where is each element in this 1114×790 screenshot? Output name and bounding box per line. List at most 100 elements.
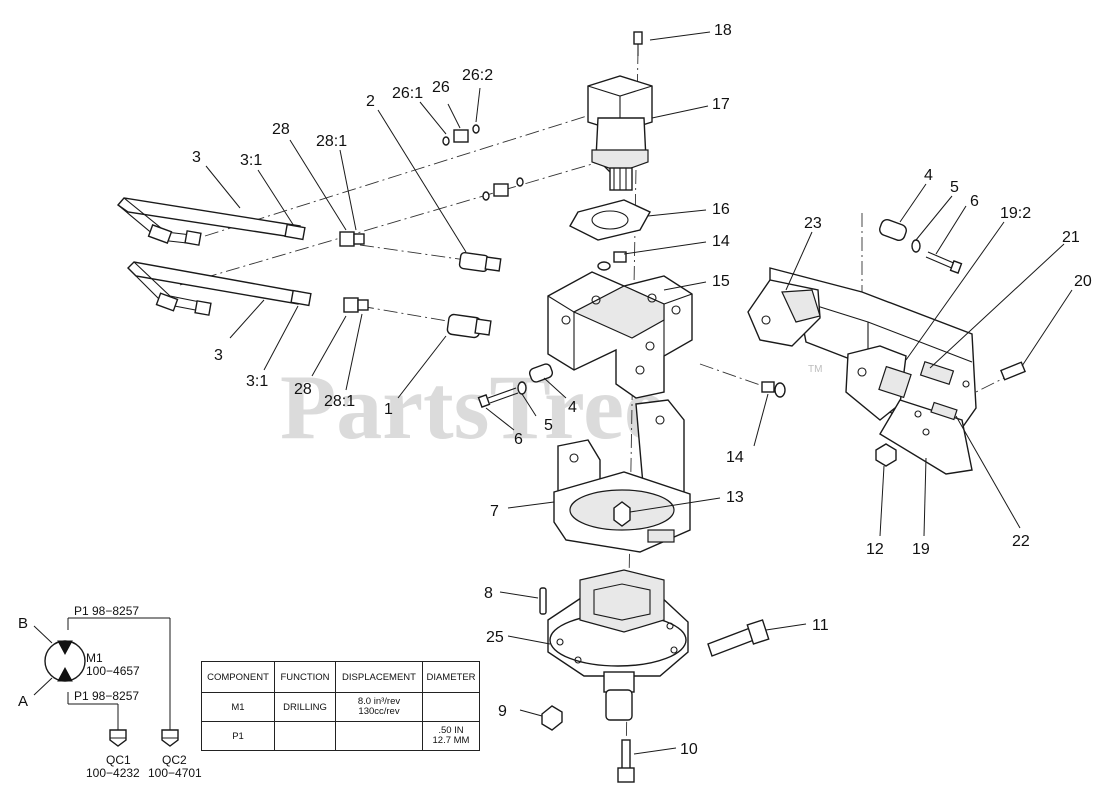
part-6-bolt-right xyxy=(925,251,963,274)
callout-6-left: 6 xyxy=(514,431,523,448)
table-header-row: COMPONENT FUNCTION DISPLACEMENT DIAMETER xyxy=(201,661,480,693)
part-4-spacer-left xyxy=(528,363,554,383)
callout-1: 1 xyxy=(384,401,393,418)
callout-2: 2 xyxy=(366,93,375,110)
callout-13: 13 xyxy=(726,489,744,506)
part-28-lower-adapter xyxy=(343,297,369,313)
callout-26-2: 26:2 xyxy=(462,67,493,84)
cell-diameter xyxy=(422,692,480,722)
callout-26: 26 xyxy=(432,79,450,96)
callout-28-1-upper: 28:1 xyxy=(316,133,347,150)
header-displacement: DISPLACEMENT xyxy=(335,661,423,693)
part-28-upper-adapter xyxy=(339,231,365,247)
part-11-bolt xyxy=(707,619,770,657)
callout-28-lower: 28 xyxy=(294,381,312,398)
callout-23: 23 xyxy=(804,215,822,232)
part-20-bolt xyxy=(1000,361,1026,381)
callout-9: 9 xyxy=(498,703,507,720)
part-5-washer-right xyxy=(911,239,921,253)
callout-19-2: 19:2 xyxy=(1000,205,1031,222)
callout-22: 22 xyxy=(1012,533,1030,550)
diameter-line-2: 12.7 MM xyxy=(432,735,470,746)
cell-component: P1 xyxy=(201,721,275,751)
top-pipe-label: P1 98−8257 xyxy=(74,604,139,618)
displacement-line-2: 130cc/rev xyxy=(358,706,400,717)
callout-21: 21 xyxy=(1062,229,1080,246)
qc2-name: QC2 xyxy=(162,753,187,767)
part-19-frame xyxy=(747,267,977,475)
motor-part-number: 100−4657 xyxy=(86,664,140,678)
callout-16: 16 xyxy=(712,201,730,218)
qc1-part-number: 100−4232 xyxy=(86,766,140,780)
displacement-line-1: 8.0 in³/rev xyxy=(357,696,401,707)
part-17-hydraulic-motor xyxy=(587,75,653,191)
part-3-upper-hose xyxy=(116,197,306,246)
part-26-fittings xyxy=(442,124,524,201)
callout-8: 8 xyxy=(484,585,493,602)
watermark-tm: TM xyxy=(808,364,822,375)
part-18-bolt xyxy=(633,31,643,56)
callout-15: 15 xyxy=(712,273,730,290)
header-diameter: DIAMETER xyxy=(422,661,480,693)
part-5-washer-left xyxy=(517,381,527,395)
callout-6-right: 6 xyxy=(970,193,979,210)
part-4-spacer-right xyxy=(879,219,907,241)
callout-3-1-upper: 3:1 xyxy=(240,152,262,169)
part-3-lower-hose xyxy=(127,261,312,316)
table-row: P1 .50 IN 12.7 MM xyxy=(201,721,480,751)
part-14-nut-right xyxy=(761,381,786,398)
header-component: COMPONENT xyxy=(201,661,275,693)
callout-10: 10 xyxy=(680,741,698,758)
table-row: M1 DRILLING 8.0 in³/rev 130cc/rev xyxy=(201,692,480,722)
part-1-coupler xyxy=(446,313,492,339)
bottom-pipe-label: P1 98−8257 xyxy=(74,689,139,703)
label-a: A xyxy=(18,693,28,710)
callout-20: 20 xyxy=(1074,273,1092,290)
part-10-bolt xyxy=(617,739,635,783)
part-15-bracket xyxy=(547,271,693,399)
qc2-part-number: 100−4701 xyxy=(148,766,202,780)
component-spec-table: COMPONENT FUNCTION DISPLACEMENT DIAMETER… xyxy=(201,661,480,751)
part-9-nut xyxy=(541,705,563,731)
callout-4-right: 4 xyxy=(924,167,933,184)
callout-18: 18 xyxy=(714,22,732,39)
part-16-gasket xyxy=(569,199,651,241)
leader-lines xyxy=(205,31,1073,755)
callout-19: 19 xyxy=(912,541,930,558)
callout-17: 17 xyxy=(712,96,730,113)
callout-numbers: 18 17 26:1 26 26:2 2 28 28:1 3 3:1 16 1 4… xyxy=(192,22,1092,758)
callout-5-left: 5 xyxy=(544,417,553,434)
cell-displacement: 8.0 in³/rev 130cc/rev xyxy=(335,692,423,722)
part-25-gearbox xyxy=(547,569,689,721)
callout-28-1-lower: 28:1 xyxy=(324,393,355,410)
part-2-coupler xyxy=(458,251,502,273)
qc1-name: QC1 xyxy=(106,753,131,767)
callout-3-upper: 3 xyxy=(192,149,201,166)
part-12-nut xyxy=(875,443,897,467)
hydraulic-schematic: B A P1 98−8257 P1 98−8257 M1 100−4657 QC… xyxy=(18,604,202,780)
callout-4-left: 4 xyxy=(568,399,577,416)
cell-function: DRILLING xyxy=(274,692,336,722)
callout-3-1-lower: 3:1 xyxy=(246,373,268,390)
callout-12: 12 xyxy=(866,541,884,558)
cell-component: M1 xyxy=(201,692,275,722)
callout-3-lower: 3 xyxy=(214,347,223,364)
callout-7: 7 xyxy=(490,503,499,520)
header-function: FUNCTION xyxy=(274,661,336,693)
cell-displacement xyxy=(335,721,423,751)
cell-diameter: .50 IN 12.7 MM xyxy=(422,721,480,751)
part-6-bolt-left xyxy=(477,387,519,408)
qc2-symbol xyxy=(161,729,179,747)
motor-name: M1 xyxy=(86,651,103,665)
part-14-nut-upper xyxy=(597,251,627,271)
callout-11: 11 xyxy=(812,617,829,634)
part-13-nut xyxy=(613,501,631,527)
qc1-symbol xyxy=(109,729,127,747)
watermark: PartsTree xyxy=(280,356,665,458)
motor-arrow-top xyxy=(57,640,73,656)
callout-25: 25 xyxy=(486,629,504,646)
part-8-pin xyxy=(539,587,547,615)
callout-26-1: 26:1 xyxy=(392,85,423,102)
label-b: B xyxy=(18,615,28,632)
